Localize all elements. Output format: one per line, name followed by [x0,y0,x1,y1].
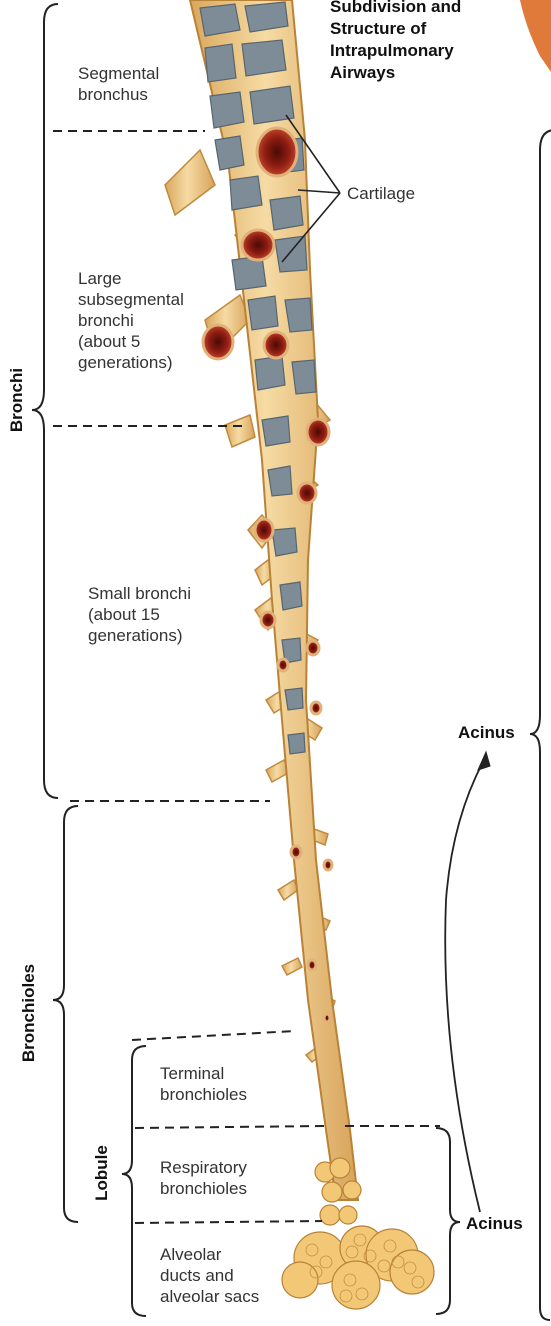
diagram-title: Subdivision and Structure of Intrapulmon… [330,0,461,84]
label-cartilage: Cartilage [347,183,415,204]
group-label-bronchioles: Bronchioles [19,963,39,1063]
corner-fragment [520,0,551,72]
acinus-arrow [445,752,490,1212]
bronchioles-brace [53,806,78,1222]
lobule-brace [122,1046,146,1316]
acinus-lower-brace [436,1128,460,1314]
label-respiratory-bronchioles: Respiratory bronchioles [160,1157,247,1199]
label-segmental-bronchus: Segmental bronchus [78,63,159,105]
airway-trunk [190,0,358,1200]
alveolar-sacs [282,1158,434,1309]
group-label-lobule: Lobule [92,1143,112,1203]
label-small-bronchi: Small bronchi (about 15 generations) [88,583,191,646]
group-label-bronchi: Bronchi [7,365,27,435]
group-label-acinus-lower: Acinus [466,1213,523,1234]
label-terminal-bronchioles: Terminal bronchioles [160,1063,247,1105]
acinus-upper-brace [530,130,551,1320]
label-alveolar-ducts: Alveolar ducts and alveolar sacs [160,1244,259,1307]
label-large-subsegmental: Large subsegmental bronchi (about 5 gene… [78,268,184,373]
group-label-acinus-upper: Acinus [458,722,515,743]
bronchi-brace [32,4,58,798]
